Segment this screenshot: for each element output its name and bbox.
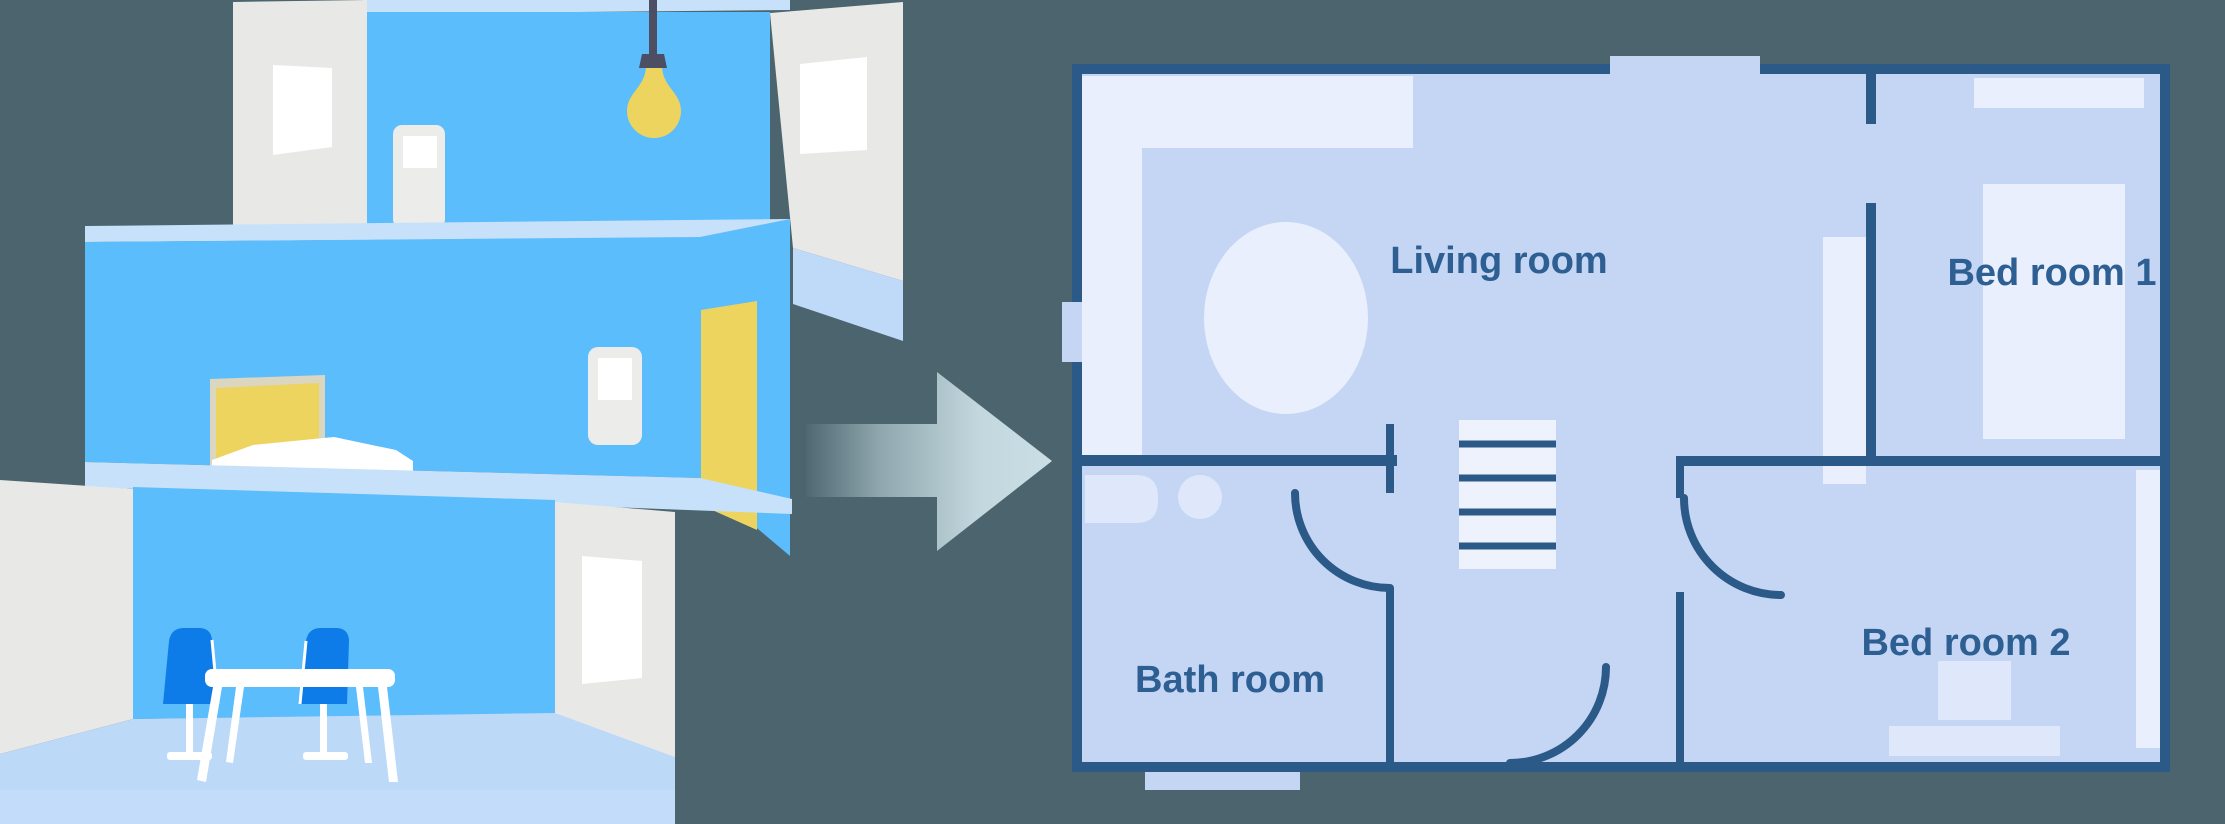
bedroom2-door-jamb [1676,466,1684,498]
floor-highlight [0,790,675,824]
blue-back-wall [133,487,555,719]
living-room-label: Living room [1390,240,1607,282]
window [800,57,867,154]
chair-back [163,628,218,704]
door-arcs [1291,489,1785,767]
outer-wall-left [1072,64,1082,772]
table [197,669,398,782]
chair-back [300,628,349,704]
bathroom-door-arc [1291,489,1394,592]
bed-room-1-label: Bed room 1 [1947,252,2156,294]
outer-wall-bottom [1072,762,2170,772]
door-pane [403,136,437,168]
bath-counter [1085,475,1158,523]
bed-room-1-area [1974,78,2144,439]
round-rug [1204,222,1368,414]
bed [1983,184,2125,439]
table-leg [197,687,222,782]
window [582,556,642,684]
floor-piece [793,248,903,341]
bedroom2-door-arc [1680,494,1785,599]
left-wall-window [1062,302,1082,362]
floor-plan: Living room Bed room 1 Bath room Bed roo… [1062,56,2170,790]
hall-wall-upper [1386,424,1394,493]
rug [1889,726,2060,756]
outer-wall-right [2160,64,2170,772]
table-top [205,669,395,687]
table-leg [226,687,244,763]
chair-stem [320,704,327,752]
chair-foot [303,752,348,760]
left-gray-wall [0,480,133,754]
light-bulb-icon [627,68,681,138]
window [273,65,332,155]
house-illustration [0,0,903,824]
pendant-cord [649,0,657,56]
ceiling-strip [363,0,790,14]
bath-top-wall [1072,455,1397,466]
nightstand [1938,661,2011,720]
bedroom2-left-wall [1676,592,1684,768]
hall-door-arc [1506,663,1610,767]
bedroom1-divider-upper [1866,74,1876,124]
window-strip [2136,470,2160,748]
floor-strip [85,462,792,514]
bath-room-label: Bath room [1135,659,1325,701]
table-leg [356,687,372,763]
top-floor-room [233,0,903,341]
middle-floor-room [85,219,792,556]
bottom-floor-room [0,480,675,824]
sink [1178,475,1222,519]
hall-wall-lower [1386,588,1394,768]
entry-threshold [1145,772,1300,790]
chair-stem [186,704,193,752]
top-wall-window [1610,56,1760,74]
ceiling-strip [85,219,790,242]
bedrooms-divider-wall [1676,456,2165,466]
radiator-pane [598,358,632,400]
bath-room-area [1085,475,1222,523]
bed-room-2-label: Bed room 2 [1861,622,2070,664]
table-leg [378,687,398,782]
closet [1974,78,2144,108]
right-arrow-icon [806,372,1052,551]
chair-foot [167,752,212,760]
wardrobe [1823,237,1866,484]
living-room-area [1082,76,1866,484]
yellow-door [701,301,757,530]
corner-counter-vertical [1082,76,1142,455]
dining-set [163,628,398,782]
pendant-socket [639,54,667,68]
bed-room-2-area [1889,470,2160,756]
bedroom1-divider-lower [1866,203,1876,466]
stairs [1459,420,1556,569]
